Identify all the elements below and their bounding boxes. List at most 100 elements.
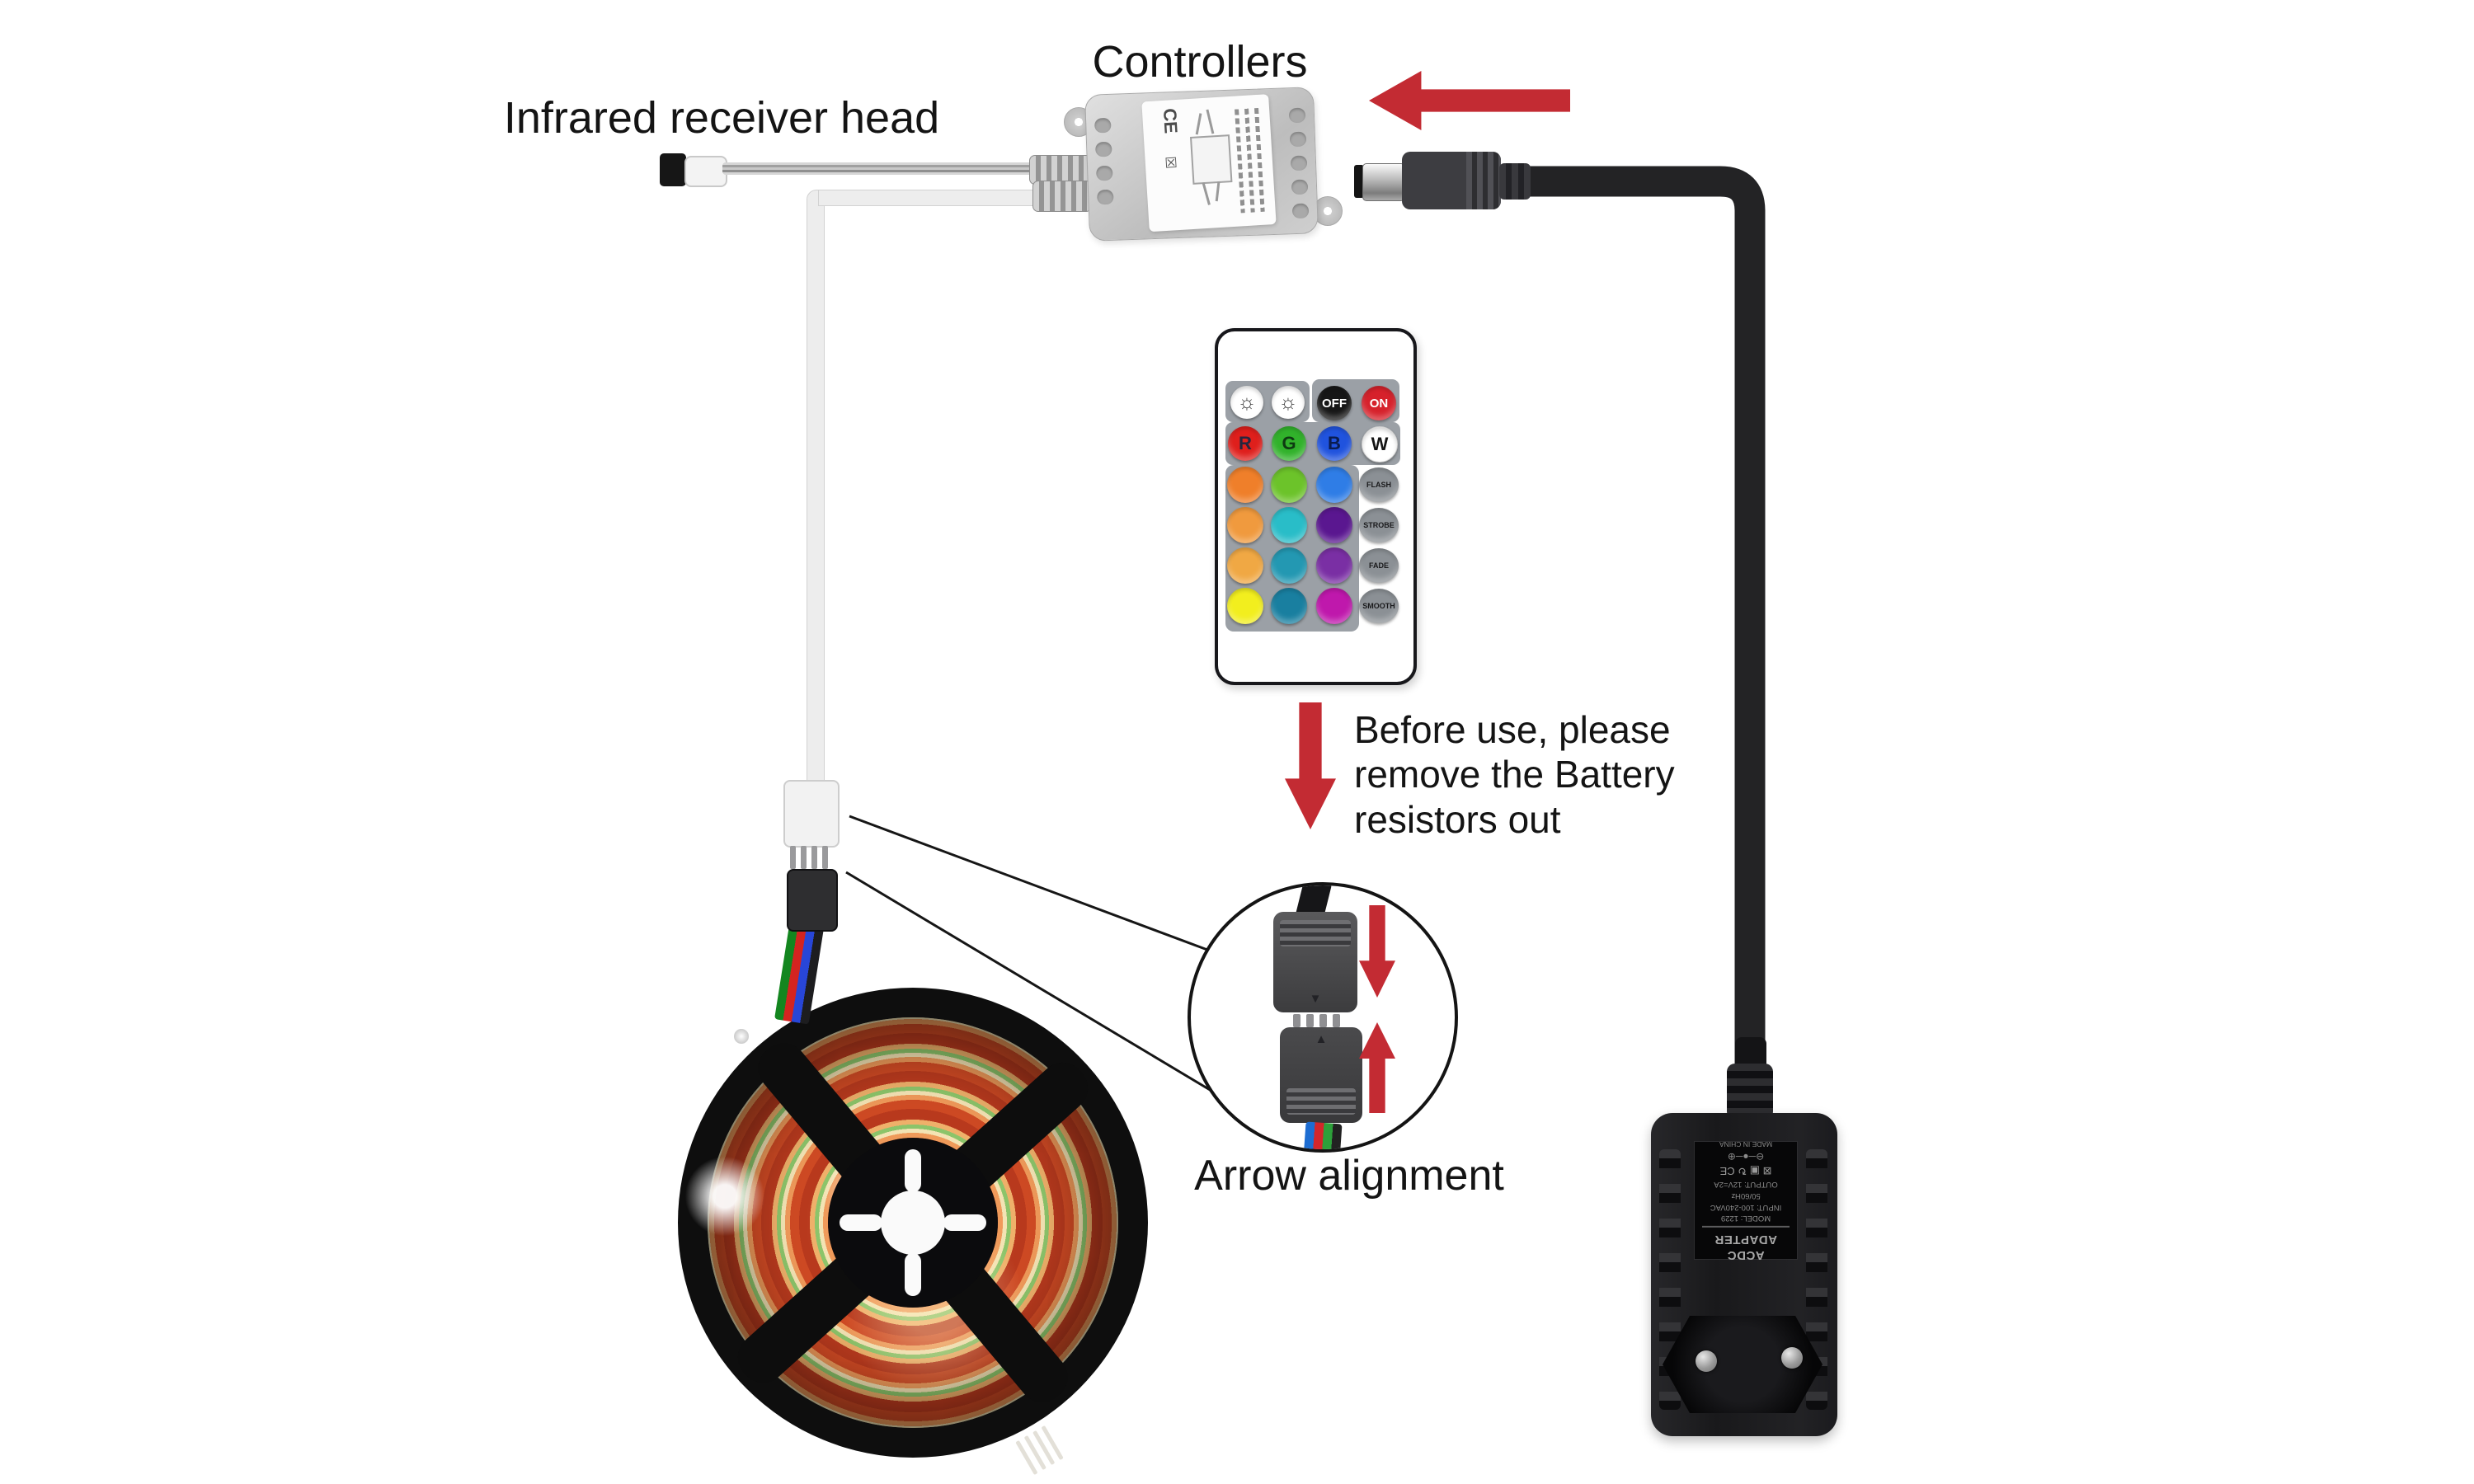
key-smooth: SMOOTH bbox=[1359, 589, 1399, 623]
controller-vent bbox=[1291, 203, 1310, 219]
inset-wire-tail bbox=[1303, 1121, 1343, 1149]
adapter-cert-icons: ⊠ ▣ ↻ CE bbox=[1719, 1164, 1772, 1177]
key-white: W bbox=[1362, 426, 1398, 463]
led-strip-reel bbox=[678, 988, 1148, 1458]
power-cable bbox=[1527, 166, 1766, 1065]
inset-red-arrow-down-icon bbox=[1359, 905, 1395, 998]
controller-vent bbox=[1094, 141, 1112, 157]
inset-connector-bottom: ▲ bbox=[1280, 1027, 1362, 1123]
adapter-output: OUTPUT: 12V=2A bbox=[1714, 1179, 1778, 1189]
adapter-polarity-icon: ⊖─●─⊕ bbox=[1727, 1150, 1765, 1162]
controller-vent bbox=[1097, 189, 1114, 205]
label-diagram-wire bbox=[1215, 181, 1221, 202]
controller-label: CE ☒ bbox=[1141, 94, 1277, 232]
callout-line-top bbox=[849, 815, 1208, 951]
brightness-down-button: ☼ bbox=[1230, 386, 1263, 419]
key-strobe: STROBE bbox=[1359, 508, 1399, 542]
label-fine-print bbox=[1235, 109, 1245, 214]
pin bbox=[811, 846, 817, 869]
ir-cable bbox=[722, 162, 1032, 175]
adapter-strain-relief bbox=[1727, 1064, 1773, 1120]
off-button: OFF bbox=[1317, 386, 1352, 420]
key-color bbox=[1271, 467, 1307, 503]
brightness-up-button: ☼ bbox=[1272, 386, 1305, 419]
power-adapter: ACDC ADAPTER MODEL: 1229 INPUT: 100-240V… bbox=[1651, 1113, 1837, 1436]
inset-connector-pins bbox=[1293, 1014, 1340, 1027]
label-controllers: Controllers bbox=[1092, 37, 1308, 87]
dc-plug-body bbox=[1402, 152, 1501, 209]
key-color bbox=[1316, 507, 1352, 543]
key-green: G bbox=[1272, 426, 1306, 461]
hub-slot bbox=[943, 1214, 986, 1231]
ir-remote-control: ☼ ☼ OFF ON R G B W FLASH STROBE FADE SMO… bbox=[1215, 328, 1417, 685]
key-color bbox=[1227, 467, 1263, 503]
adapter-input: INPUT: 100-240VAC bbox=[1710, 1202, 1782, 1212]
alignment-inset-circle: ▼ ▲ bbox=[1188, 882, 1458, 1153]
key-flash: FLASH bbox=[1359, 467, 1399, 502]
controller-vent bbox=[1096, 165, 1113, 181]
dc-plug-tip-ring bbox=[1354, 165, 1364, 198]
label-fine-print bbox=[1244, 108, 1255, 213]
inset-red-arrow-up-icon bbox=[1359, 1022, 1395, 1113]
label-diagram-box bbox=[1189, 134, 1233, 185]
ir-receiver-tip bbox=[660, 153, 686, 186]
divider bbox=[1701, 1225, 1790, 1228]
plug-prong-right bbox=[1781, 1347, 1803, 1369]
controller-vent bbox=[1291, 179, 1309, 195]
adapter-label-text: ACDC ADAPTER MODEL: 1229 INPUT: 100-240V… bbox=[1695, 1139, 1797, 1262]
adapter-model: MODEL: 1229 bbox=[1720, 1213, 1771, 1223]
on-button: ON bbox=[1362, 386, 1396, 420]
strip-connector-male bbox=[787, 869, 838, 932]
key-color bbox=[1316, 547, 1352, 584]
strip-cable-horizontal bbox=[818, 190, 1037, 206]
reel-hub bbox=[828, 1138, 998, 1308]
strip-connector-pins bbox=[790, 846, 836, 869]
ir-receiver-body bbox=[684, 156, 727, 187]
controller-vent bbox=[1288, 107, 1306, 124]
hub-slot bbox=[840, 1214, 882, 1231]
key-color bbox=[1227, 547, 1263, 584]
key-color bbox=[1316, 588, 1352, 624]
pin bbox=[1293, 1014, 1300, 1027]
label-arrow-alignment: Arrow alignment bbox=[1194, 1152, 1504, 1200]
controller-vent bbox=[1094, 117, 1112, 134]
alignment-arrow-mark-up: ▲ bbox=[1315, 1032, 1328, 1046]
hub-slot bbox=[905, 1149, 921, 1192]
adapter-label: ACDC ADAPTER MODEL: 1229 INPUT: 100-240V… bbox=[1694, 1139, 1798, 1262]
key-color bbox=[1227, 507, 1263, 543]
plug-strain-relief bbox=[1499, 163, 1531, 200]
key-color bbox=[1316, 467, 1352, 503]
strip-cable-connector bbox=[1032, 181, 1092, 212]
inset-connector-top: ▼ bbox=[1273, 912, 1357, 1012]
label-diagram-wire bbox=[1195, 113, 1202, 135]
pin bbox=[1306, 1014, 1314, 1027]
alignment-arrow-mark-down: ▼ bbox=[1309, 992, 1322, 1006]
key-color bbox=[1271, 588, 1307, 624]
callout-line-bottom bbox=[845, 871, 1233, 1105]
label-diagram-wire bbox=[1202, 182, 1211, 205]
pin bbox=[1319, 1014, 1327, 1027]
adapter-freq: 50/60Hz bbox=[1731, 1190, 1761, 1200]
ce-mark: CE bbox=[1159, 107, 1182, 134]
label-fine-print bbox=[1254, 107, 1265, 212]
pin bbox=[790, 846, 796, 869]
pin bbox=[822, 846, 828, 869]
hub-slot bbox=[905, 1253, 921, 1296]
strip-connector-female bbox=[783, 780, 840, 848]
controller-box: CE ☒ bbox=[1084, 87, 1319, 242]
plug-ribs bbox=[1466, 152, 1501, 209]
adapter-title: ACDC ADAPTER bbox=[1714, 1232, 1778, 1262]
dc-plug-barrel bbox=[1362, 163, 1405, 201]
label-before-use-note: Before use, please remove the Battery re… bbox=[1354, 708, 1675, 841]
controller-vent bbox=[1290, 155, 1308, 171]
reel-screw-hole bbox=[734, 1029, 749, 1044]
connector-ribs bbox=[1286, 1088, 1356, 1115]
key-color bbox=[1227, 588, 1263, 624]
plug-prong-left bbox=[1696, 1350, 1717, 1372]
label-diagram-wire bbox=[1206, 109, 1215, 134]
connector-ribs bbox=[1280, 920, 1351, 946]
controller-vent bbox=[1289, 131, 1307, 148]
key-blue: B bbox=[1317, 426, 1352, 461]
key-red: R bbox=[1228, 426, 1263, 461]
